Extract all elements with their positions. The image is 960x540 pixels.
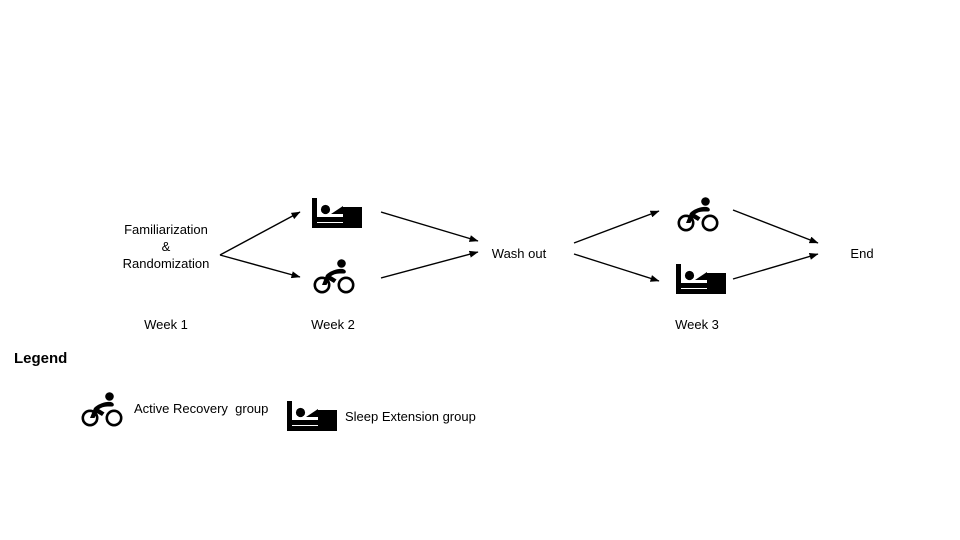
node-end: End (850, 246, 874, 261)
node-wash-out: Wash out (491, 246, 547, 261)
node-familiarization-randomization: Familiarization & Randomization (122, 222, 210, 271)
legend-title: Legend (14, 350, 68, 367)
bed-icon (310, 197, 364, 229)
cyclist-icon (78, 390, 128, 427)
arrow-sleep-to-end (732, 253, 819, 280)
legend-label-sleep-extension: Sleep Extension group (345, 408, 476, 424)
arrow-cycling-to-washout (380, 250, 479, 279)
stage-week2-active-recovery (310, 257, 360, 294)
bed-icon (674, 263, 728, 295)
cyclist-icon (674, 195, 724, 232)
stage-week2-sleep-extension (310, 197, 364, 229)
cyclist-icon (310, 257, 360, 294)
arrow-washout-to-cycling (573, 210, 660, 244)
arrow-washout-to-sleep (573, 253, 660, 282)
legend-label-active-recovery: Active Recovery group (134, 400, 269, 416)
arrow-sleep-to-washout (380, 211, 479, 242)
arrow-cycling-to-end (732, 209, 819, 244)
stage-week3-active-recovery (674, 195, 724, 232)
stage-week3-sleep-extension (674, 263, 728, 295)
bed-icon (285, 400, 339, 432)
week-label-week-1: Week 1 (144, 317, 188, 332)
legend-item-sleep-extension: Sleep Extension group (285, 400, 476, 432)
week-label-week-2: Week 2 (311, 317, 355, 332)
week-label-week-3: Week 3 (675, 317, 719, 332)
arrow-start-to-sleep (219, 211, 301, 256)
legend-item-active-recovery: Active Recovery group (78, 390, 269, 427)
arrow-start-to-cycling (219, 254, 301, 279)
